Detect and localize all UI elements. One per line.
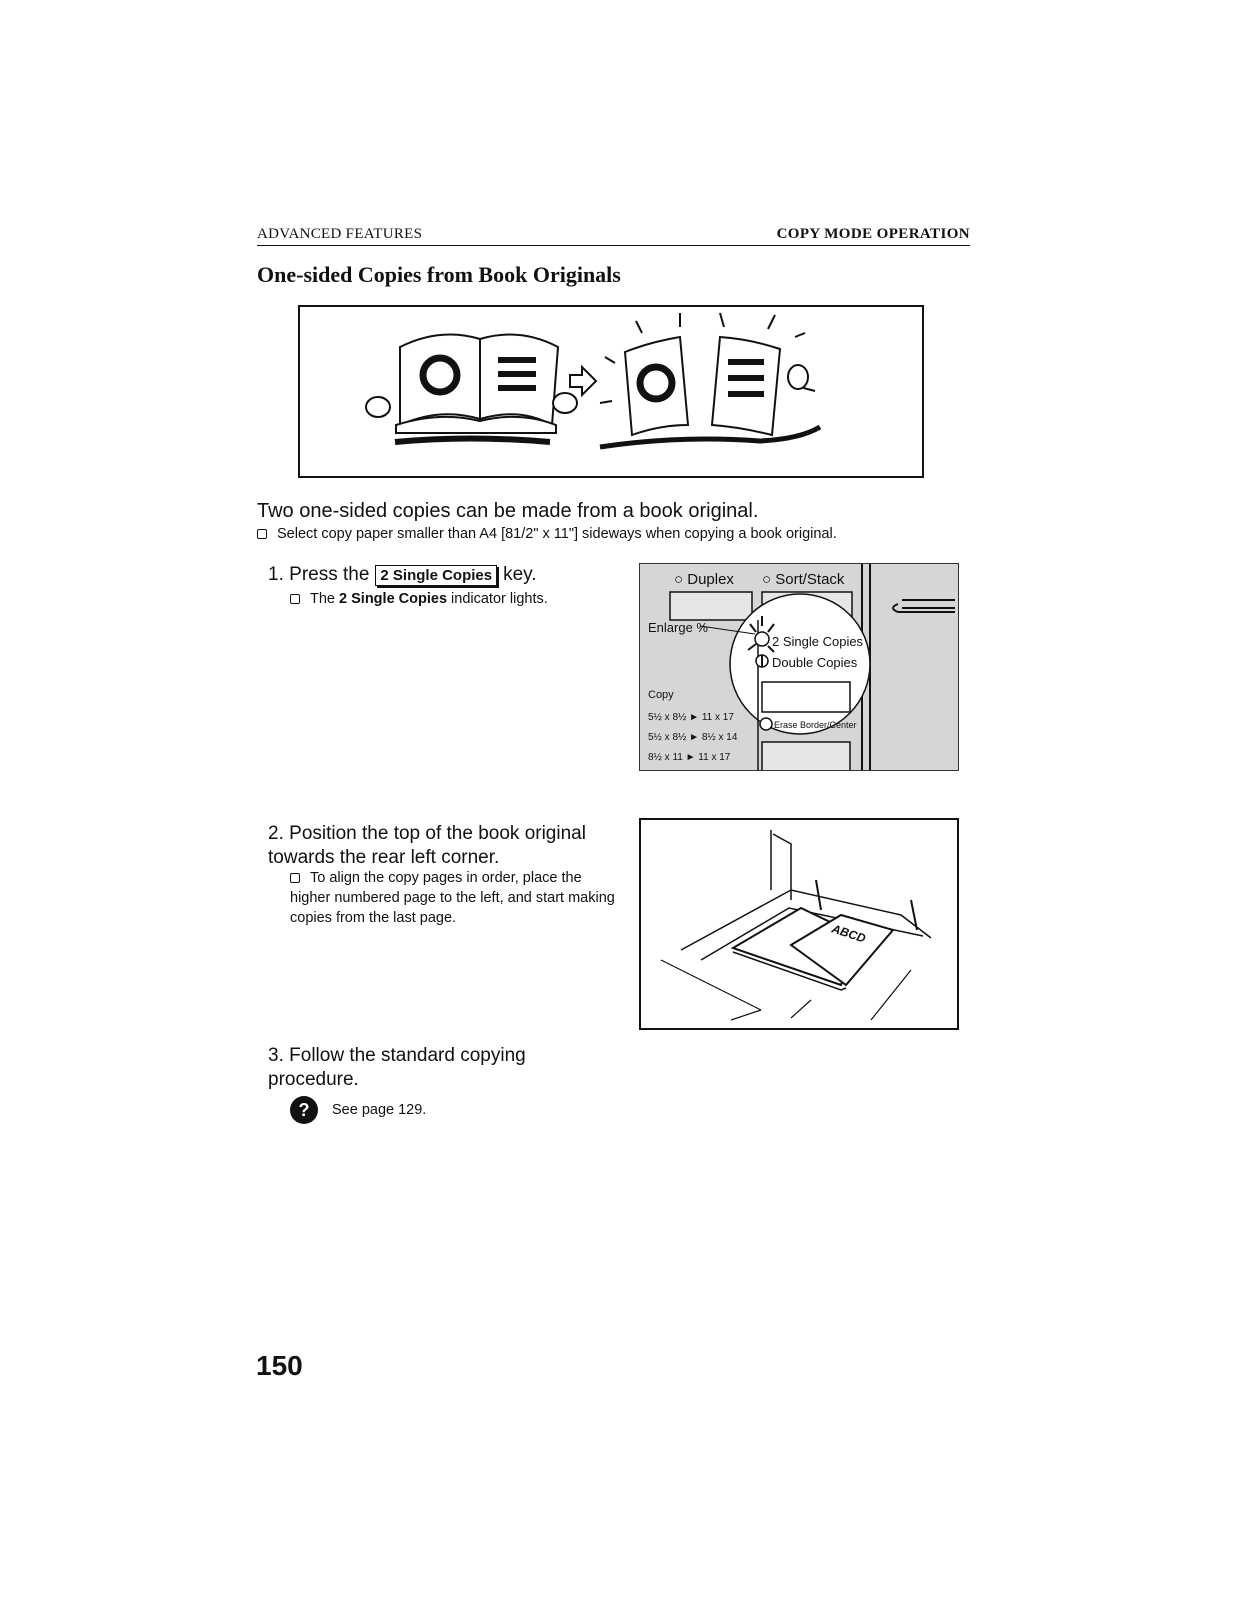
panel-ratio-3: 8½ x 11 ► 11 x 17 bbox=[648, 752, 731, 763]
intro-text: Two one-sided copies can be made from a … bbox=[257, 500, 759, 522]
panel-enlarge-label: Enlarge % bbox=[648, 620, 708, 635]
step-1-note-after: indicator lights. bbox=[451, 591, 548, 607]
panel-copy-label: Copy bbox=[648, 689, 674, 701]
note-box-icon bbox=[257, 529, 267, 539]
step-3-number: 3. bbox=[268, 1045, 284, 1066]
step-1-note-bold: 2 Single Copies bbox=[339, 591, 448, 607]
illustration-drawing bbox=[365, 312, 822, 450]
book-to-copies-illustration bbox=[298, 305, 924, 478]
step-1-number: 1. bbox=[268, 564, 284, 585]
step-3-reference: ? See page 129. bbox=[290, 1096, 426, 1124]
panel-erase-label: Erase Border/Center bbox=[774, 720, 857, 730]
single-copies-key: 2 Single Copies bbox=[375, 565, 498, 586]
page-title: One-sided Copies from Book Originals bbox=[257, 262, 621, 287]
panel-sort-stack-label: Sort/Stack bbox=[775, 571, 845, 588]
question-icon: ? bbox=[290, 1096, 318, 1124]
step-2-note-text: To align the copy pages in order, place … bbox=[290, 870, 615, 926]
intro-note: Select copy paper smaller than A4 [81/2"… bbox=[257, 526, 837, 542]
panel-ratio-2: 5½ x 8½ ► 8½ x 14 bbox=[648, 732, 738, 743]
note-box-icon bbox=[290, 873, 300, 883]
panel-ratio-1: 5½ x 8½ ► 11 x 17 bbox=[648, 712, 734, 723]
header-rule bbox=[257, 245, 970, 246]
control-panel-illustration: ○ Duplex ○ Sort/Stack Enlarge % 2 Single… bbox=[639, 563, 959, 771]
step-3-text: Follow the standard copying procedure. bbox=[268, 1045, 526, 1090]
running-header-chapter: COPY MODE OPERATION bbox=[776, 226, 970, 242]
step-2-note: To align the copy pages in order, place … bbox=[290, 868, 620, 928]
book-on-glass-illustration: ABCD bbox=[639, 818, 959, 1030]
step-1-text-after: key. bbox=[503, 564, 537, 585]
step-3-ref-text: See page 129. bbox=[332, 1101, 427, 1118]
step-3: 3. Follow the standard copying procedure… bbox=[268, 1044, 568, 1092]
step-2-number: 2. bbox=[268, 823, 284, 844]
book-on-glass-drawing: ABCD bbox=[660, 830, 932, 1021]
svg-text:○ Sort/Stack: ○ Sort/Stack bbox=[762, 571, 845, 588]
step-1-text: Press the bbox=[289, 564, 370, 585]
svg-text:○ Duplex: ○ Duplex bbox=[674, 571, 734, 588]
control-panel-drawing: ○ Duplex ○ Sort/Stack Enlarge % 2 Single… bbox=[640, 564, 958, 770]
panel-duplex-label: Duplex bbox=[687, 571, 734, 588]
step-2: 2. Position the top of the book original… bbox=[268, 822, 608, 870]
step-2-text: Position the top of the book original to… bbox=[268, 823, 586, 868]
intro-note-text: Select copy paper smaller than A4 [81/2"… bbox=[277, 526, 837, 542]
panel-single-copies-label: 2 Single Copies bbox=[772, 634, 864, 649]
panel-double-copies-label: Double Copies bbox=[772, 655, 858, 670]
running-header-section: ADVANCED FEATURES bbox=[257, 226, 423, 242]
note-box-icon bbox=[290, 594, 300, 604]
page-number: 150 bbox=[256, 1350, 303, 1381]
step-1-note: The 2 Single Copies indicator lights. bbox=[290, 589, 548, 609]
step-1-note-before: The bbox=[310, 591, 335, 607]
